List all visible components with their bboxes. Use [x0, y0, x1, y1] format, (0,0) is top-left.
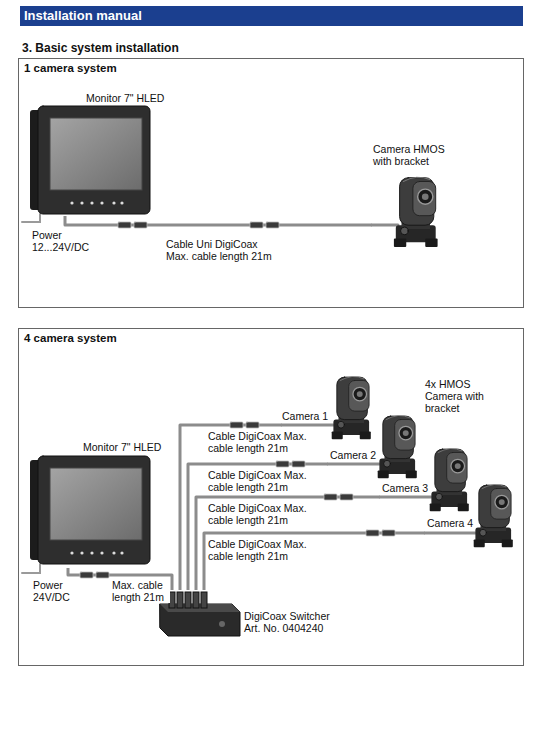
monitor-unit: Monitor 7" HLED — [28, 92, 178, 216]
cable-label-wrap: Cable DigiCoax Max. cable length 21m — [208, 430, 326, 454]
label-wrap: 4x HMOS Camera with bracket — [425, 378, 499, 414]
unit-label: Camera 2 — [330, 449, 376, 461]
cable-stub — [282, 424, 340, 427]
cable-plugs — [80, 222, 395, 578]
camera-unit: Camera HMOS with bracket — [372, 141, 451, 250]
unit-label: Monitor 7" HLED — [86, 92, 164, 104]
camera-picture — [430, 449, 469, 512]
cable-stub — [372, 224, 398, 227]
monitor-unit: Monitor 7" HLED — [28, 440, 178, 568]
coax-cable — [204, 533, 425, 590]
monitor-picture — [30, 456, 150, 564]
cable-label: Max. cable length 21m — [112, 579, 170, 603]
cable-stub — [328, 463, 386, 466]
system-panel: 1 camera systemMonitor 7" HLED Camera HMO… — [18, 58, 524, 308]
coax-cable — [188, 464, 328, 590]
camera-picture — [378, 416, 417, 479]
cable-stub — [425, 532, 482, 535]
cable-label: Cable Uni DigiCoax Max. cable length 21m — [166, 238, 276, 262]
camera-unit: Camera 4 — [425, 474, 517, 550]
header-wrap: Installation manual — [20, 6, 523, 26]
monitor-picture — [30, 106, 150, 214]
unit-label: Camera HMOS with bracket — [373, 143, 449, 167]
panel-heading: 4 camera system — [24, 332, 117, 344]
switcher-picture — [160, 592, 240, 636]
cable-label: Cable DigiCoax Max. cable length 21m — [208, 469, 326, 493]
cable-label: Cable DigiCoax Max. cable length 21m — [208, 538, 326, 562]
power-wire — [22, 214, 40, 222]
power-wire — [22, 564, 40, 573]
unit-label: DigiCoax Switcher Art. No. 0404240 — [244, 610, 336, 634]
camera-picture — [474, 485, 513, 548]
cable-label-wrap: Cable DigiCoax Max. cable length 21m — [208, 538, 326, 562]
camera-unit: Camera 2 — [328, 405, 420, 481]
switcher-unit: DigiCoax Switcher Art. No. 0404240 — [158, 590, 338, 645]
label-wrap: 3. Basic system installation — [22, 42, 179, 54]
cable-label: Cable DigiCoax Max. cable length 21m — [208, 502, 326, 526]
coax-cable — [65, 216, 372, 225]
label-wrap: Power 12...24V/DC — [32, 229, 94, 253]
cable-label-wrap: Cable DigiCoax Max. cable length 21m — [208, 469, 326, 493]
coax-cable — [196, 497, 380, 590]
panel-heading: 1 camera system — [24, 62, 117, 74]
cable-stub — [380, 496, 438, 499]
camera-unit: Camera 3 — [380, 438, 472, 514]
unit-label: Monitor 7" HLED — [83, 441, 161, 453]
camera-picture — [394, 177, 438, 247]
unit-label: Camera 4 — [427, 517, 473, 529]
manual-title: Installation manual — [24, 6, 527, 26]
power-note: Power 24V/DC — [33, 579, 95, 603]
cable-label-wrap: Cable Uni DigiCoax Max. cable length 21m — [166, 238, 276, 262]
unit-label: Camera 1 — [282, 410, 328, 422]
power-note: Power 12...24V/DC — [32, 229, 94, 253]
cable-label: Cable DigiCoax Max. cable length 21m — [208, 430, 326, 454]
camera-note: 4x HMOS Camera with bracket — [425, 378, 499, 414]
camera-picture — [332, 377, 371, 440]
cable-label-wrap: Cable DigiCoax Max. cable length 21m — [208, 502, 326, 526]
cable-label-wrap: Max. cable length 21m — [112, 579, 170, 603]
label-wrap: Power 24V/DC — [33, 579, 95, 603]
section-heading: 3. Basic system installation — [22, 42, 179, 54]
unit-label: Camera 3 — [382, 482, 428, 494]
